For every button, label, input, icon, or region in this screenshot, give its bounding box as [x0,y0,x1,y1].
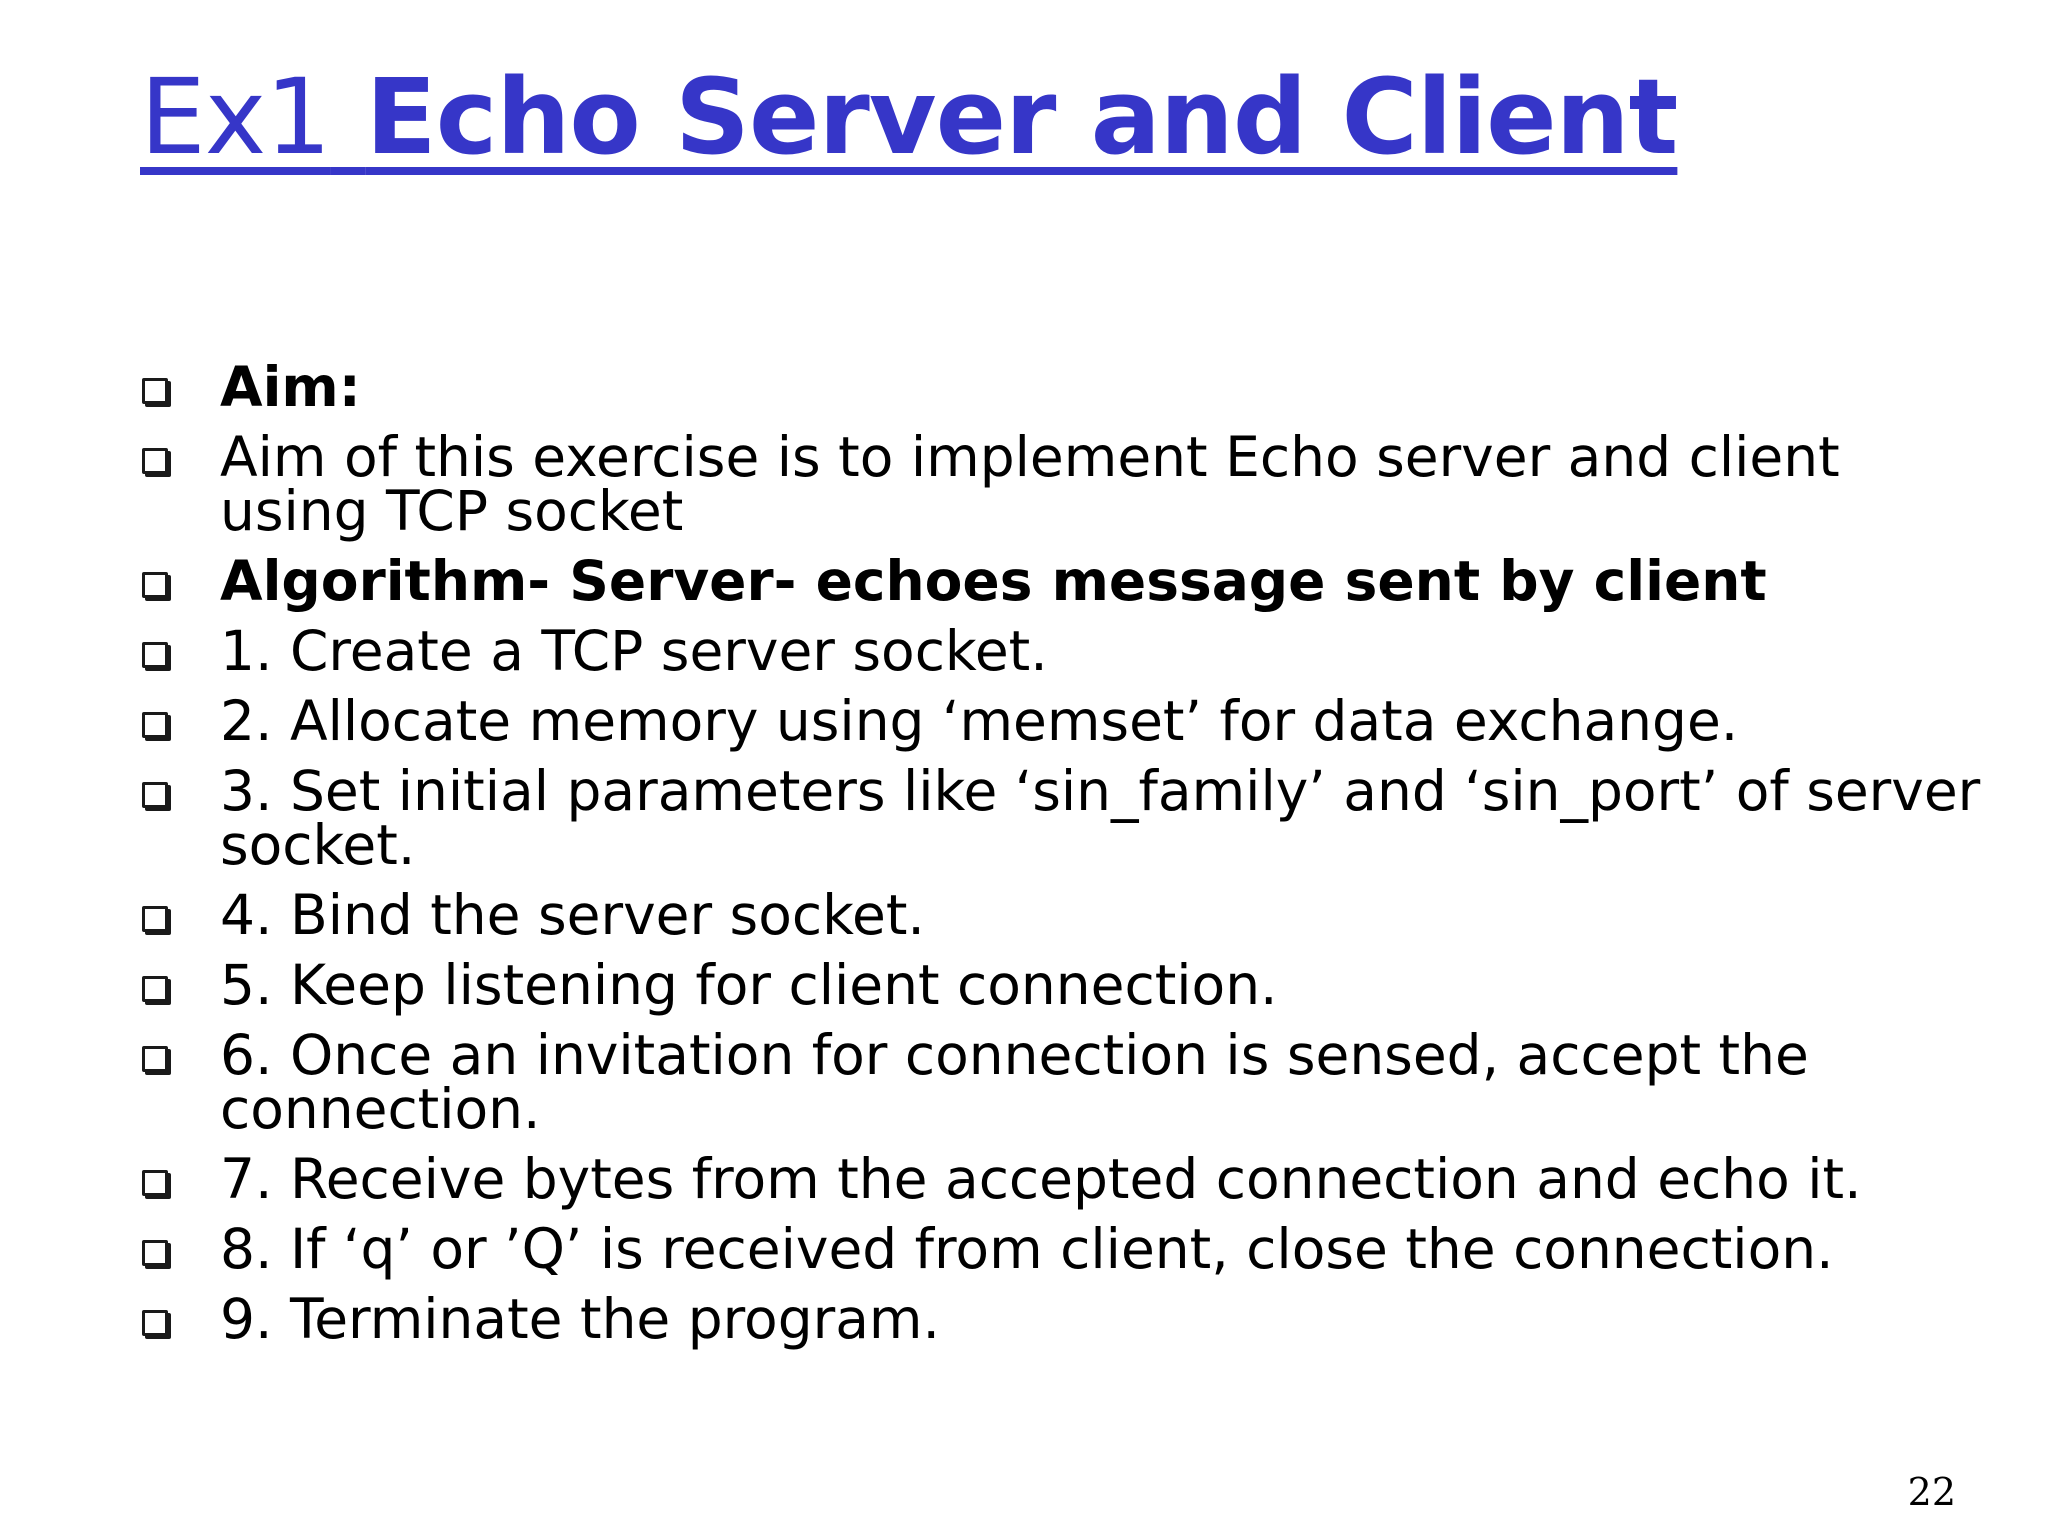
bullet-item-aim-description: Aim of this exercise is to implement Ech… [140,430,2000,539]
bullet-text: 5. Keep listening for client connection. [220,953,1278,1017]
bullet-text: Aim: [220,355,361,419]
square-bullet-icon [142,1046,168,1072]
bullet-item-step-2: 2. Allocate memory using ‘memset’ for da… [140,694,2000,749]
bullet-item-step-1: 1. Create a TCP server socket. [140,624,2000,679]
bullet-text: Aim of this exercise is to implement Ech… [220,425,1840,543]
bullet-text: Algorithm- Server- echoes message sent b… [220,549,1767,613]
bullet-item-step-7: 7. Receive bytes from the accepted conne… [140,1152,2000,1207]
bullet-text: 1. Create a TCP server socket. [220,619,1048,683]
square-bullet-icon [142,712,168,738]
bullet-text: 6. Once an invitation for connection is … [220,1023,1809,1141]
square-bullet-icon [142,448,168,474]
square-bullet-icon [142,906,168,932]
bullet-list: Aim: Aim of this exercise is to implemen… [140,360,2000,1362]
bullet-text: 2. Allocate memory using ‘memset’ for da… [220,689,1739,753]
page-number: 22 [1907,1470,1956,1514]
bullet-text: 7. Receive bytes from the accepted conne… [220,1147,1862,1211]
bullet-item-step-4: 4. Bind the server socket. [140,888,2000,943]
square-bullet-icon [142,976,168,1002]
bullet-text: 4. Bind the server socket. [220,883,925,947]
square-bullet-icon [142,642,168,668]
bullet-text: 3. Set initial parameters like ‘sin_fami… [220,759,1981,877]
square-bullet-icon [142,782,168,808]
bullet-text: 9. Terminate the program. [220,1287,940,1351]
slide-title: Ex1 Echo Server and Client [140,56,1679,178]
title-prefix: Ex1 [140,56,331,178]
square-bullet-icon [142,1310,168,1336]
bullet-item-step-8: 8. If ‘q’ or ’Q’ is received from client… [140,1222,2000,1277]
bullet-item-step-6: 6. Once an invitation for connection is … [140,1028,2000,1137]
square-bullet-icon [142,572,168,598]
bullet-text: 8. If ‘q’ or ’Q’ is received from client… [220,1217,1834,1281]
bullet-item-aim-heading: Aim: [140,360,2000,415]
bullet-item-step-9: 9. Terminate the program. [140,1292,2000,1347]
bullet-item-step-3: 3. Set initial parameters like ‘sin_fami… [140,764,2000,873]
bullet-item-algorithm-heading: Algorithm- Server- echoes message sent b… [140,554,2000,609]
title-main: Echo Server and Client [365,56,1679,178]
square-bullet-icon [142,378,168,404]
square-bullet-icon [142,1240,168,1266]
square-bullet-icon [142,1170,168,1196]
bullet-item-step-5: 5. Keep listening for client connection. [140,958,2000,1013]
